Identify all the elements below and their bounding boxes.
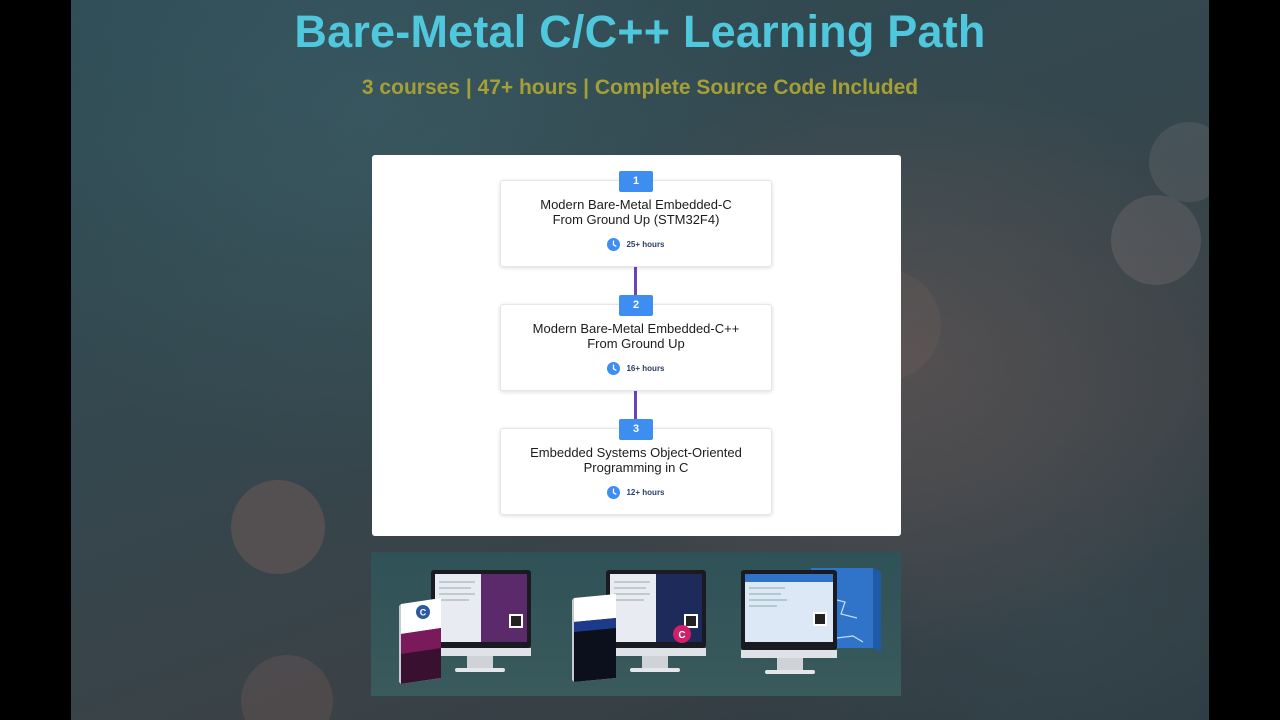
clock-icon [607,485,621,499]
step-connector [634,265,637,307]
clock-icon [607,237,621,251]
course-card-2[interactable]: 2 Modern Bare-Metal Embedded-C++ From Gr… [500,295,772,391]
product-bundle-image: C [371,552,901,696]
monitor-with-box-illustration [741,568,881,674]
monitor-with-box-illustration: C [399,570,531,684]
course-duration: 12+ hours [501,485,771,499]
learning-path-panel: 1 Modern Bare-Metal Embedded-C From Grou… [372,155,901,536]
step-number-badge: 1 [619,171,653,192]
duration-text: 25+ hours [626,239,665,249]
course-title: Embedded Systems Object-Oriented Program… [507,445,765,475]
product-oop-c [725,552,901,696]
svg-text:C: C [420,608,427,618]
bokeh-light [231,480,325,574]
bokeh-light [1149,122,1209,202]
product-embedded-c: C [371,552,547,696]
page-title: Bare-Metal C/C++ Learning Path [294,6,986,57]
course-title: Modern Bare-Metal Embedded-C From Ground… [507,197,765,227]
slide-background: Bare-Metal C/C++ Learning Path 3 courses… [71,0,1209,720]
course-card-1[interactable]: 1 Modern Bare-Metal Embedded-C From Grou… [500,171,772,267]
course-title-line: From Ground Up (STM32F4) [552,212,720,227]
course-title-line: Modern Bare-Metal Embedded-C++ [532,321,740,336]
course-duration: 16+ hours [501,361,771,375]
bokeh-light [1111,195,1201,285]
svg-text:C: C [678,630,685,641]
course-card-3[interactable]: 3 Embedded Systems Object-Oriented Progr… [500,419,772,515]
product-embedded-cpp: C [548,552,724,696]
clock-icon [607,361,621,375]
bokeh-light [241,655,333,720]
course-title-line: Modern Bare-Metal Embedded-C [540,197,732,212]
duration-text: 16+ hours [626,363,665,373]
monitor-with-box-illustration: C [572,570,706,682]
step-number-badge: 3 [619,419,653,440]
step-connector [634,389,637,431]
course-title-line: From Ground Up [587,336,685,351]
course-title: Modern Bare-Metal Embedded-C++ From Grou… [507,321,765,351]
page-subtitle: 3 courses | 47+ hours | Complete Source … [361,76,919,99]
course-title-line: Programming in C [583,460,689,475]
course-title-line: Embedded Systems Object-Oriented [530,445,742,460]
step-number-badge: 2 [619,295,653,316]
course-duration: 25+ hours [501,237,771,251]
duration-text: 12+ hours [626,487,665,497]
